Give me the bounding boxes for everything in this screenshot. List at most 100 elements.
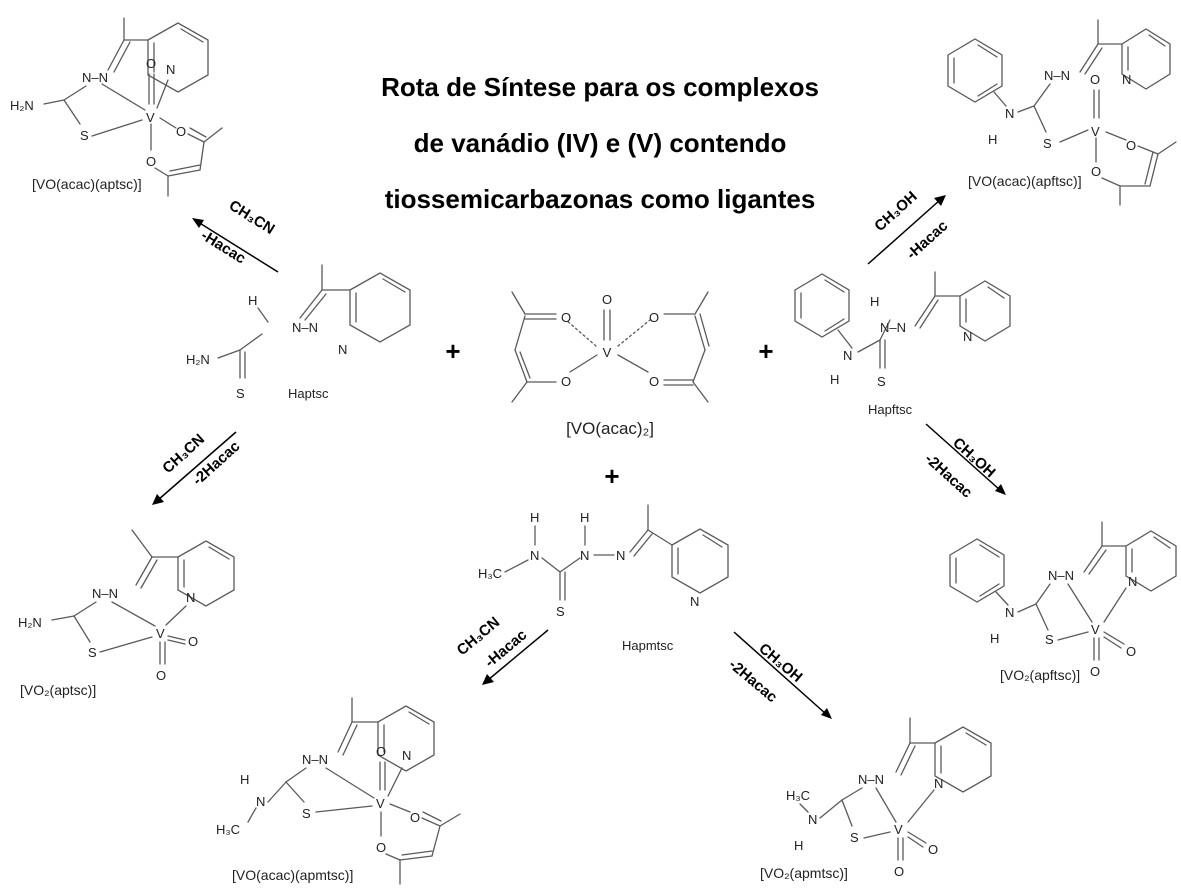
atom-o-1: O xyxy=(561,310,571,325)
molecule-hapftsc: N H S H N–N N Hapftsc xyxy=(794,271,1011,417)
atom-o-oxo-2: O xyxy=(928,842,938,857)
arrow-haptsc-to-vo-acac-aptsc: CH₃CN -Hacac xyxy=(192,197,279,273)
atom-n-2: N xyxy=(580,548,589,563)
atom-nn: N–N xyxy=(82,70,108,85)
label-haptsc: Haptsc xyxy=(288,386,329,401)
arrow-hapftsc-to-vo-acac-apftsc: CH₃OH -Hacac xyxy=(867,188,951,265)
atom-s: S xyxy=(556,604,565,619)
atom-nn: N–N xyxy=(880,320,906,335)
atom-o-acac-1: O xyxy=(1126,138,1136,153)
atom-n-3: N xyxy=(616,548,625,563)
atom-h: H xyxy=(830,372,839,387)
atom-v-center: V xyxy=(603,345,612,360)
atom-h2n: H₂N xyxy=(186,352,210,367)
atom-o-oxo: O xyxy=(602,292,612,307)
atom-nn: N–N xyxy=(1044,68,1070,83)
atom-s: S xyxy=(302,806,311,821)
title-line-3: tiossemicarbazonas como ligantes xyxy=(385,184,816,214)
label-vo-acac-aptsc: [VO(acac)(aptsc)] xyxy=(32,176,142,192)
atom-h-1: H xyxy=(530,510,539,525)
atom-nn: N–N xyxy=(1048,568,1074,583)
atom-s: S xyxy=(877,374,886,389)
atom-o-acac-2: O xyxy=(1091,164,1101,179)
cond-ch3oh-top-right: CH₃OH xyxy=(871,188,920,235)
atom-o-oxo-2: O xyxy=(1126,644,1136,659)
plus-sign-right: + xyxy=(758,336,773,366)
atom-o-acac-2: O xyxy=(376,840,386,855)
atom-o-acac-1: O xyxy=(176,124,186,139)
atom-n-pyridine: N xyxy=(166,62,175,77)
atom-h2n: H₂N xyxy=(10,98,34,113)
molecule-hapmtsc: H₃C N H S N H N N Hapmtsc xyxy=(478,504,729,653)
atom-n-pyridine: N xyxy=(690,594,699,609)
atom-v: V xyxy=(1091,622,1100,637)
atom-h-2: H xyxy=(580,510,589,525)
complex-vo-acac-apftsc: N H S N–N N O V O O [VO(acac)(apftsc)] xyxy=(947,19,1177,206)
label-vo2-aptsc: [VO₂(aptsc)] xyxy=(20,682,96,698)
atom-n-pyridine: N xyxy=(963,329,972,344)
atom-n-pyridine: N xyxy=(186,590,195,605)
atom-o-acac-1: O xyxy=(410,810,420,825)
atom-h: H xyxy=(990,631,999,646)
atom-nn: N–N xyxy=(92,586,118,601)
atom-h: H xyxy=(988,132,997,147)
arrow-haptsc-to-vo2-aptsc: CH₃CN -2Hacac xyxy=(152,431,243,505)
plus-sign-bottom: + xyxy=(604,461,619,491)
pyridine-ring xyxy=(377,705,435,772)
atom-h: H xyxy=(240,772,249,787)
label-vo-acac-apftsc: [VO(acac)(apftsc)] xyxy=(968,173,1082,189)
pyridine-ring xyxy=(934,726,992,793)
atom-n-h: N xyxy=(843,348,852,363)
plus-sign-left: + xyxy=(445,336,460,366)
atom-s: S xyxy=(88,645,97,660)
atom-h3c: H₃C xyxy=(216,822,240,837)
atom-o-oxo: O xyxy=(146,56,156,71)
molecule-haptsc: N–N N H H₂N S Haptsc xyxy=(186,264,411,401)
arrow-hapmtsc-to-vo-acac-apmtsc: CH₃CN -Hacac xyxy=(454,614,549,685)
arrow-hapmtsc-to-vo2-apmtsc: CH₃OH -2Hacac xyxy=(725,631,832,719)
atom-v: V xyxy=(1091,124,1100,139)
diagram-title: Rota de Síntese para os complexos de van… xyxy=(381,72,819,214)
atom-o-oxo-1: O xyxy=(156,668,166,683)
complex-vo2-apmtsc: N N–N H₃C N H S V O O [VO₂(apmtsc)] xyxy=(760,717,992,881)
arrow-hapftsc-to-vo2-apftsc: CH₃OH -2Hacac xyxy=(921,423,1006,501)
atom-v: V xyxy=(376,796,385,811)
atom-n-1: N xyxy=(530,548,539,563)
atom-n: N xyxy=(256,794,265,809)
atom-n: N xyxy=(808,812,817,827)
molecule-vo-acac2: O V O O O O [VO(acac)₂] xyxy=(511,291,710,438)
atom-o-2: O xyxy=(649,310,659,325)
atom-s: S xyxy=(1045,632,1054,647)
complex-vo2-apftsc: N H S N–N N V O O [VO₂(apftsc)] xyxy=(949,521,1177,683)
phenyl-ring xyxy=(947,38,1003,103)
atom-o-oxo-1: O xyxy=(1090,664,1100,679)
atom-n-pyridine: N xyxy=(402,748,411,763)
atom-h3c: H₃C xyxy=(786,788,810,803)
atom-h: H xyxy=(794,838,803,853)
label-vo-acac2: [VO(acac)₂] xyxy=(566,419,654,438)
atom-s: S xyxy=(1043,136,1052,151)
atom-n-pyridine: N xyxy=(934,776,943,791)
atom-n-h: N xyxy=(1005,605,1014,620)
atom-o-acac-2: O xyxy=(146,154,156,169)
title-line-2: de vanádio (IV) e (V) contendo xyxy=(414,128,787,158)
atom-v: V xyxy=(146,110,155,125)
atom-s: S xyxy=(236,386,245,401)
label-vo2-apmtsc: [VO₂(apmtsc)] xyxy=(760,865,848,881)
atom-n-pyridine: N xyxy=(1122,72,1131,87)
atom-h-top: H xyxy=(870,294,879,309)
complex-vo-acac-apmtsc: N N–N H N H₃C S O V O O [VO(acac)(apmtsc… xyxy=(216,697,461,885)
pyridine-ring xyxy=(349,272,411,343)
atom-n-pyridine: N xyxy=(338,342,347,357)
atom-s: S xyxy=(80,128,89,143)
pyridine-ring xyxy=(1125,530,1177,592)
atom-s: S xyxy=(850,830,859,845)
label-vo2-apftsc: [VO₂(apftsc)] xyxy=(1000,667,1080,683)
pyridine-ring xyxy=(959,280,1011,342)
pyridine-ring xyxy=(177,540,235,607)
phenyl-ring xyxy=(794,273,850,338)
atom-o-oxo-2: O xyxy=(188,634,198,649)
cond-hacac-top-right: -Hacac xyxy=(903,217,951,263)
atom-o-3: O xyxy=(561,374,571,389)
atom-o-oxo: O xyxy=(1090,72,1100,87)
